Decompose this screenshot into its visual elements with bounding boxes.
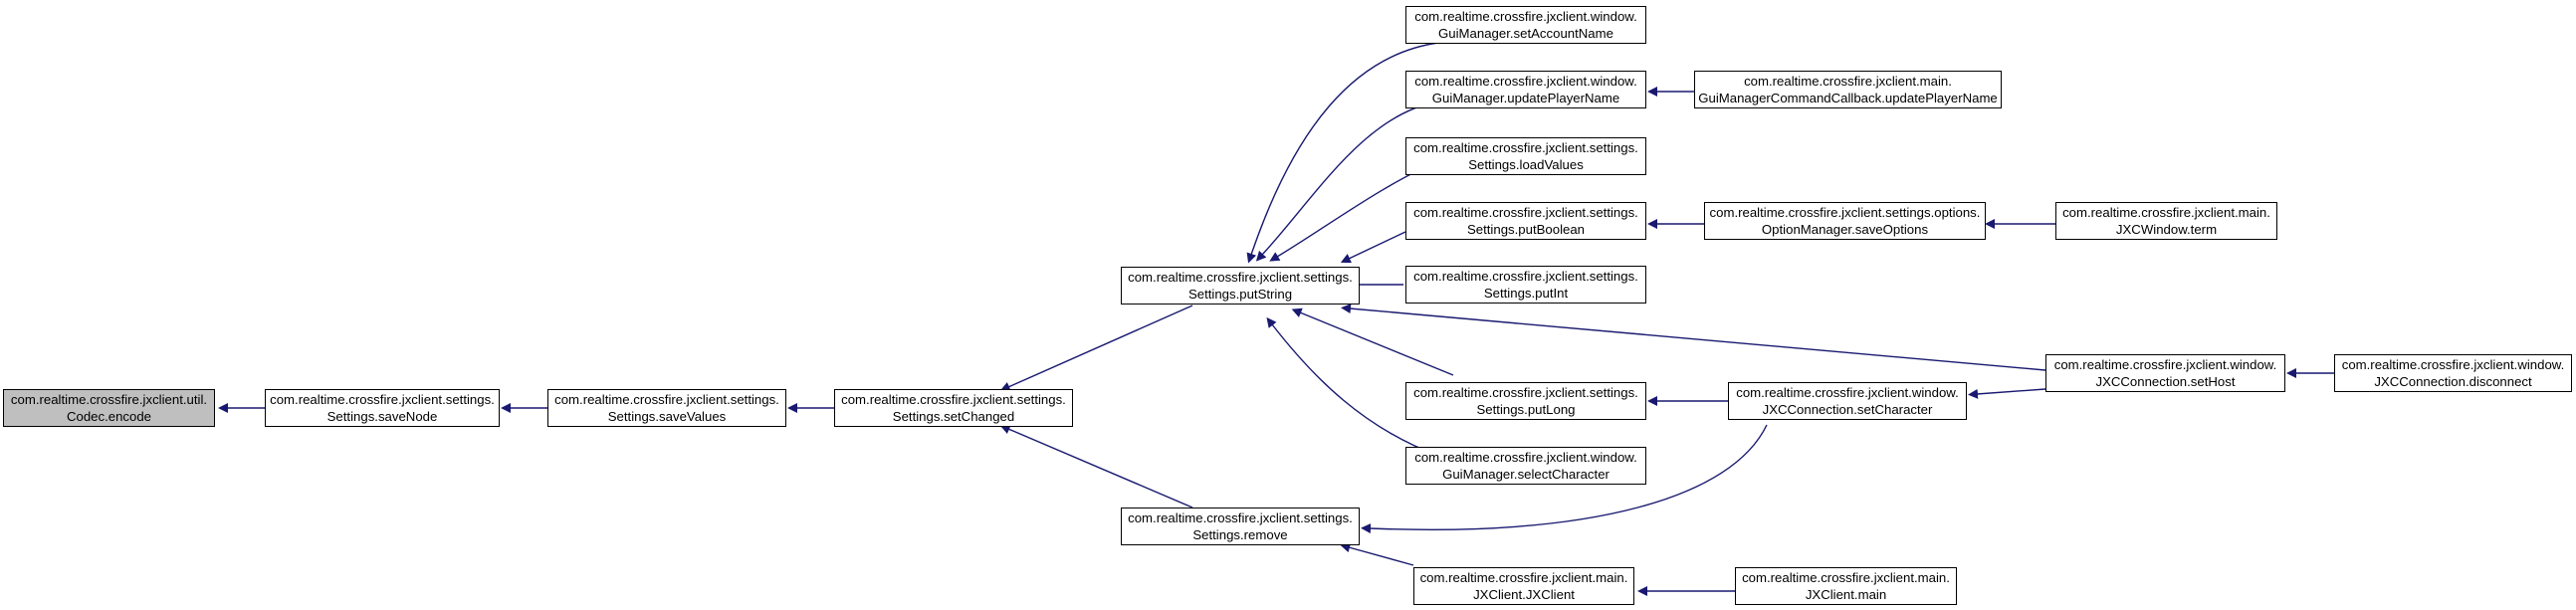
node-label-package: com.realtime.crossfire.jxclient.settings… [841,392,1066,407]
node-label-method: GuiManager.selectCharacter [1442,467,1610,482]
node-label-method: JXClient.JXClient [1473,587,1575,602]
node-label-method: JXCWindow.term [2115,222,2218,237]
node-label-method: OptionManager.saveOptions [1761,222,1929,237]
node-label-method: Settings.putInt [1483,286,1569,301]
node-jxcconnection-setcharacter[interactable]: com.realtime.crossfire.jxclient.window. … [1728,382,1967,420]
edge-setcharacter-to-remove [1361,424,1768,534]
node-callback-updateplayername[interactable]: com.realtime.crossfire.jxclient.main. Gu… [1694,71,2002,108]
node-label-method: JXCConnection.setHost [2095,374,2236,389]
node-codec-encode: com.realtime.crossfire.jxclient.util. Co… [3,389,215,427]
node-jxcconnection-sethost[interactable]: com.realtime.crossfire.jxclient.window. … [2045,354,2285,392]
node-label-package: com.realtime.crossfire.jxclient.settings… [1413,269,1638,284]
edge-putlong-to-putstring [1291,307,1454,376]
node-label-method: Settings.saveValues [607,409,727,424]
node-label-package: com.realtime.crossfire.jxclient.settings… [554,392,779,407]
node-label-package: com.realtime.crossfire.jxclient.settings… [1413,140,1638,155]
node-label-method: GuiManager.setAccountName [1438,26,1613,41]
node-jxcconnection-disconnect[interactable]: com.realtime.crossfire.jxclient.window. … [2334,354,2572,392]
node-label-method: Settings.saveNode [326,409,438,424]
node-settings-loadvalues[interactable]: com.realtime.crossfire.jxclient.settings… [1405,137,1646,175]
node-label-package: com.realtime.crossfire.jxclient.main. [1742,570,1950,585]
node-label-method: JXCConnection.setCharacter [1762,402,1933,417]
edge-updateplayername-to-putstring [1255,101,1439,262]
node-label-method: JXCConnection.disconnect [2374,374,2532,389]
edge-sethost-to-setcharacter [1968,388,2046,399]
edge-sethost-to-putstring [1341,304,2046,371]
node-label-method: Settings.putLong [1476,402,1576,417]
node-label-method: Settings.putString [1187,287,1293,302]
node-settings-savevalues[interactable]: com.realtime.crossfire.jxclient.settings… [547,389,786,427]
node-label-method: GuiManager.updatePlayerName [1431,91,1620,105]
node-label-package: com.realtime.crossfire.jxclient.main. [1419,570,1628,585]
node-label-package: com.realtime.crossfire.jxclient.window. [1414,9,1637,24]
node-settings-putlong[interactable]: com.realtime.crossfire.jxclient.settings… [1405,382,1646,420]
node-settings-putboolean[interactable]: com.realtime.crossfire.jxclient.settings… [1405,202,1646,240]
node-settings-setchanged[interactable]: com.realtime.crossfire.jxclient.settings… [834,389,1073,427]
node-label-package: com.realtime.crossfire.jxclient.settings… [270,392,495,407]
node-label-package: com.realtime.crossfire.jxclient.settings… [1413,205,1638,220]
node-guimanager-setaccountname[interactable]: com.realtime.crossfire.jxclient.window. … [1405,6,1646,44]
node-guimanager-updateplayername[interactable]: com.realtime.crossfire.jxclient.window. … [1405,71,1646,108]
node-settings-remove[interactable]: com.realtime.crossfire.jxclient.settings… [1121,508,1360,545]
edge-selectcharacter-to-putstring [1266,316,1439,457]
node-settings-putint[interactable]: com.realtime.crossfire.jxclient.settings… [1405,266,1646,304]
node-settings-savenode[interactable]: com.realtime.crossfire.jxclient.settings… [265,389,500,427]
node-label-package: com.realtime.crossfire.jxclient.window. [1414,74,1637,89]
node-label-package: com.realtime.crossfire.jxclient.window. [2053,357,2277,372]
node-label-method: Settings.remove [1192,527,1288,542]
node-label-package: com.realtime.crossfire.jxclient.main. [1744,74,1952,89]
node-guimanager-selectcharacter[interactable]: com.realtime.crossfire.jxclient.window. … [1405,447,1646,485]
edge-putstring-to-setchanged [999,305,1193,392]
node-settings-putstring[interactable]: com.realtime.crossfire.jxclient.settings… [1121,267,1360,305]
node-label-method: Settings.setChanged [892,409,1015,424]
node-label-package: com.realtime.crossfire.jxclient.window. [2341,357,2565,372]
edge-setaccountname-to-putstring [1246,42,1439,264]
edge-putboolean-to-putstring [1340,231,1406,264]
node-label-package: com.realtime.crossfire.jxclient.window. [1736,385,1959,400]
node-jxcwindow-term[interactable]: com.realtime.crossfire.jxclient.main. JX… [2055,202,2277,240]
node-label-method: JXClient.main [1805,587,1887,602]
node-label-method: Codec.encode [66,409,152,424]
node-label-package: com.realtime.crossfire.jxclient.settings… [1413,385,1638,400]
node-label-method: Settings.putBoolean [1466,222,1586,237]
node-label-package: com.realtime.crossfire.jxclient.settings… [1128,510,1353,525]
node-label-package: com.realtime.crossfire.jxclient.settings… [1128,270,1353,285]
node-jxclient-main[interactable]: com.realtime.crossfire.jxclient.main. JX… [1735,567,1957,605]
node-jxclient-jxclient[interactable]: com.realtime.crossfire.jxclient.main. JX… [1413,567,1634,605]
node-label-package: com.realtime.crossfire.jxclient.settings… [1709,205,1981,220]
node-label-package: com.realtime.crossfire.jxclient.main. [2062,205,2270,220]
node-label-method: Settings.loadValues [1468,157,1584,172]
edge-remove-to-setchanged [999,424,1193,508]
node-label-method: GuiManagerCommandCallback.updatePlayerNa… [1698,91,1998,105]
node-label-package: com.realtime.crossfire.jxclient.util. [10,392,208,407]
node-optionmanager-saveoptions[interactable]: com.realtime.crossfire.jxclient.settings… [1704,202,1986,240]
edge-jxclient-to-remove [1340,542,1414,566]
node-label-package: com.realtime.crossfire.jxclient.window. [1414,450,1637,465]
